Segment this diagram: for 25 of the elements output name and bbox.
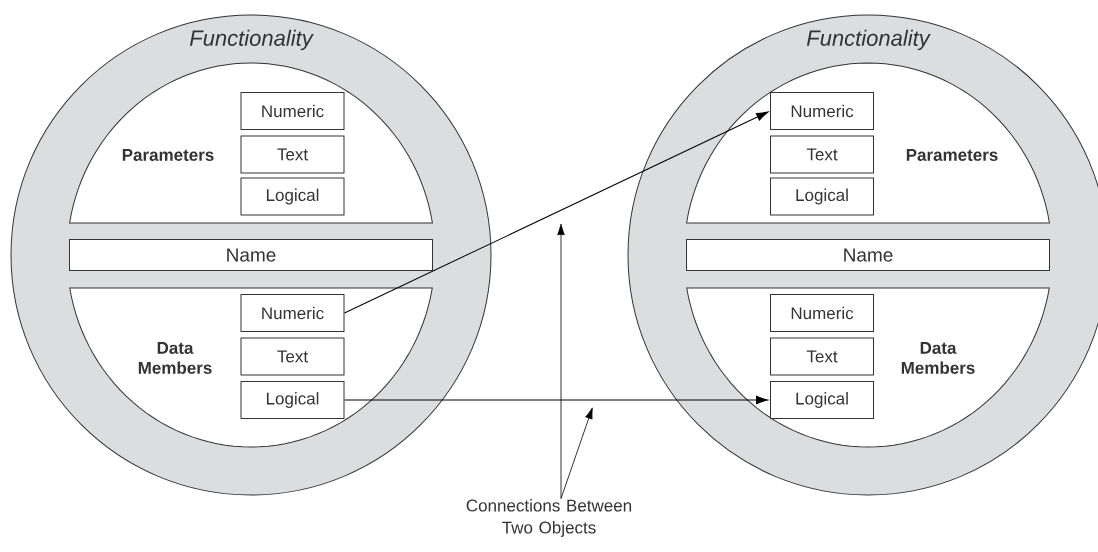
field-box: Text — [240, 337, 345, 376]
callout-text: Connections Between Two Objects — [466, 499, 632, 537]
leader-line — [557, 223, 565, 499]
field-box: Text — [240, 135, 345, 174]
functionality-label: Functionality — [189, 29, 314, 51]
name-bar: Name — [69, 239, 433, 271]
section-label: Data Members — [901, 342, 975, 374]
field-box: Numeric — [770, 92, 874, 130]
field-box: Text — [770, 135, 874, 174]
field-box: Logical — [240, 177, 345, 216]
field-box: Text — [770, 337, 874, 376]
field-box: Numeric — [240, 294, 345, 332]
field-box: Logical — [240, 381, 345, 419]
arrow — [344, 111, 769, 314]
field-box: Logical — [770, 381, 874, 419]
arrow — [344, 395, 769, 405]
leader-line — [560, 407, 593, 499]
functionality-label: Functionality — [806, 29, 931, 51]
field-box: Logical — [770, 177, 874, 216]
section-label: Parameters — [906, 149, 998, 161]
field-box: Numeric — [240, 92, 345, 130]
section-label: Data Members — [138, 342, 212, 374]
field-box: Numeric — [770, 294, 874, 332]
name-bar: Name — [686, 239, 1050, 271]
section-label: Parameters — [122, 149, 214, 161]
